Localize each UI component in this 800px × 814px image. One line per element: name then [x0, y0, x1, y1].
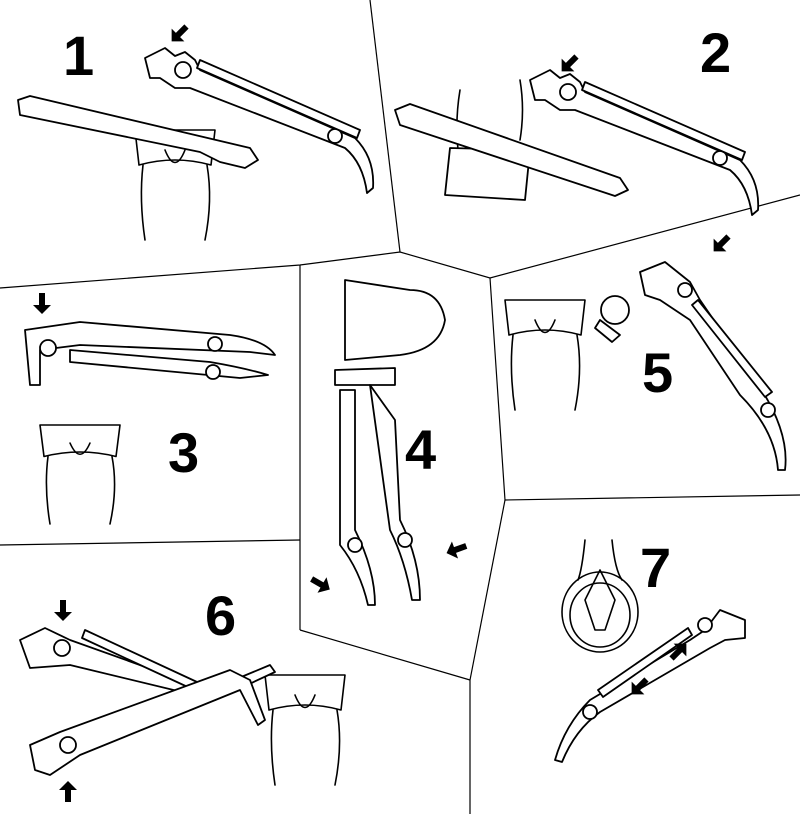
step-number-7: 7 — [640, 536, 672, 599]
panel-4-illustration — [307, 279, 470, 606]
panel-2-illustration — [394, 50, 760, 216]
step-number-2: 2 — [700, 21, 732, 84]
step-number-3: 3 — [168, 421, 200, 484]
step-number-4: 4 — [405, 418, 437, 481]
step-number-1: 1 — [63, 24, 95, 87]
panel-7-illustration — [554, 539, 746, 763]
step-number-5: 5 — [642, 341, 674, 404]
step-number-6: 6 — [205, 584, 237, 647]
panel-1-illustration — [17, 20, 375, 241]
panel-3-illustration — [24, 293, 276, 525]
panel-5-illustration — [504, 230, 787, 471]
panel-6-illustration — [19, 600, 346, 802]
